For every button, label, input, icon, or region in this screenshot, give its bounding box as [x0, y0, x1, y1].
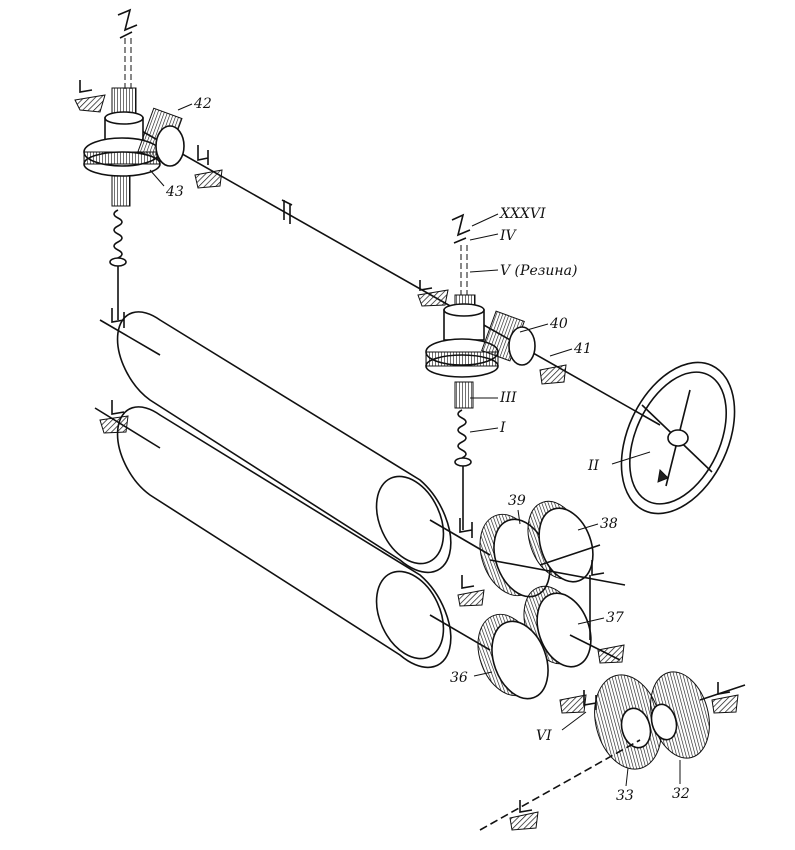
- label-v: V (Резина): [500, 263, 577, 279]
- bevel-gear-32: [650, 671, 710, 759]
- label-37: 37: [606, 610, 624, 626]
- gear-36: [477, 613, 549, 700]
- bevel-gear-33: [594, 674, 662, 770]
- label-vi: VI: [536, 728, 552, 744]
- label-42: 42: [193, 96, 212, 112]
- label-32: 32: [672, 786, 690, 802]
- label-36: 36: [450, 670, 468, 686]
- label-41: 41: [573, 341, 592, 357]
- label-33: 33: [616, 788, 634, 804]
- label-43: 43: [165, 184, 184, 200]
- label-iii: III: [499, 390, 517, 406]
- label-iv: IV: [499, 228, 518, 244]
- gear-shafts: [489, 544, 626, 664]
- main-transverse-shaft: [139, 129, 661, 426]
- lower-roller: [94, 400, 491, 669]
- label-i: I: [499, 420, 506, 436]
- gear-38: [527, 500, 594, 583]
- gear-37: [523, 585, 592, 668]
- label-38: 38: [600, 516, 618, 532]
- upper-roller: [99, 308, 491, 574]
- central-screw-assembly: [417, 213, 567, 530]
- label-39: 39: [508, 493, 526, 509]
- leader-lines: [149, 103, 681, 787]
- handwheel: [620, 361, 736, 515]
- label-ii: II: [587, 458, 600, 474]
- label-40: 40: [549, 316, 568, 332]
- bevel-shafts: [479, 682, 746, 831]
- label-xxxvi: XXXVI: [499, 206, 546, 222]
- upper-left-screw-assembly: [74, 8, 223, 320]
